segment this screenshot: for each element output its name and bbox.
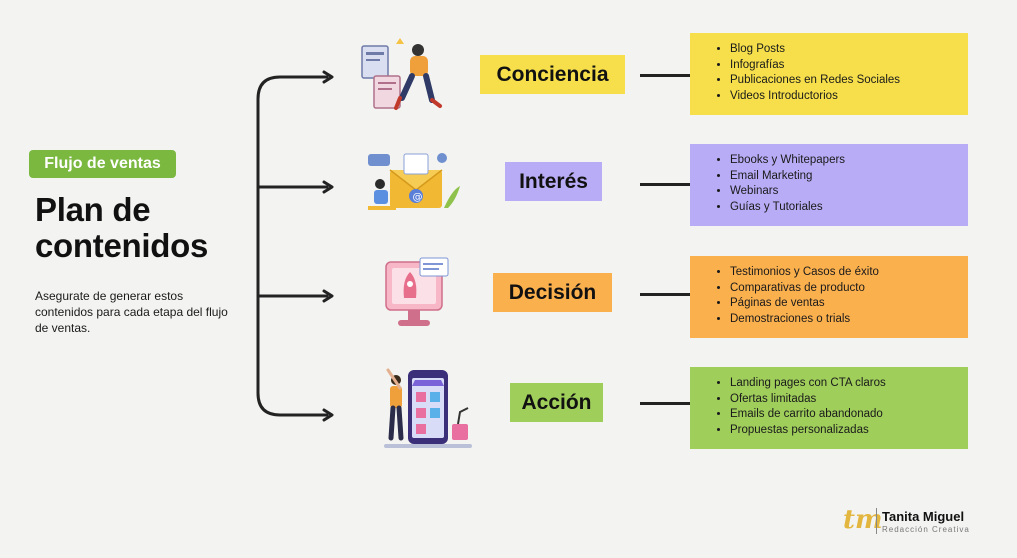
list-item: Publicaciones en Redes Sociales <box>730 73 968 89</box>
connector-arrow-3 <box>322 289 334 303</box>
content-box-decision: Testimonios y Casos de éxito Comparativa… <box>690 256 968 338</box>
link-decision <box>640 293 690 296</box>
content-box-accion: Landing pages con CTA claros Ofertas lim… <box>690 367 968 449</box>
list-item: Ofertas limitadas <box>730 392 968 408</box>
list-item: Guías y Tutoriales <box>730 200 968 216</box>
link-accion <box>640 402 690 405</box>
stage-label-interes: Interés <box>505 162 602 201</box>
brand-name: Tanita Miguel <box>882 509 965 524</box>
list-item: Blog Posts <box>730 42 968 58</box>
list-item: Emails de carrito abandonado <box>730 407 968 423</box>
page-description: Asegurate de generar estos contenidos pa… <box>35 289 228 335</box>
connector-arrow-4 <box>322 408 334 422</box>
link-conciencia <box>640 74 690 77</box>
link-interes <box>640 183 690 186</box>
action-illustration <box>384 368 472 448</box>
list-item: Comparativas de producto <box>730 281 968 297</box>
stage-label-conciencia: Conciencia <box>480 55 625 94</box>
content-box-conciencia: Blog Posts Infografías Publicaciones en … <box>690 33 968 115</box>
stage-label-decision: Decisión <box>493 273 612 312</box>
list-item: Webinars <box>730 184 968 200</box>
connector-arrow-2 <box>322 180 334 194</box>
stage-label-accion: Acción <box>510 383 603 422</box>
list-item: Páginas de ventas <box>730 296 968 312</box>
connector-trunk <box>256 75 329 417</box>
brand-divider <box>876 508 877 534</box>
list-item: Email Marketing <box>730 169 968 185</box>
brand-subtitle: Redacción Creativa <box>882 525 970 534</box>
flow-tag: Flujo de ventas <box>29 150 176 178</box>
list-item: Videos Introductorios <box>730 89 968 105</box>
list-item: Propuestas personalizadas <box>730 423 968 439</box>
list-item: Demostraciones o trials <box>730 312 968 328</box>
svg-text:@: @ <box>413 192 423 203</box>
awareness-illustration <box>361 38 442 110</box>
connector-arrow-1 <box>322 70 334 84</box>
list-item: Infografías <box>730 58 968 74</box>
list-item: Landing pages con CTA claros <box>730 376 968 392</box>
interest-illustration: @ <box>368 153 460 210</box>
page-title: Plan de contenidos <box>35 191 209 264</box>
list-item: Testimonios y Casos de éxito <box>730 265 968 281</box>
decision-illustration <box>385 257 449 326</box>
content-box-interes: Ebooks y Whitepapers Email Marketing Web… <box>690 144 968 226</box>
list-item: Ebooks y Whitepapers <box>730 153 968 169</box>
brand-logo: tm <box>843 505 883 535</box>
